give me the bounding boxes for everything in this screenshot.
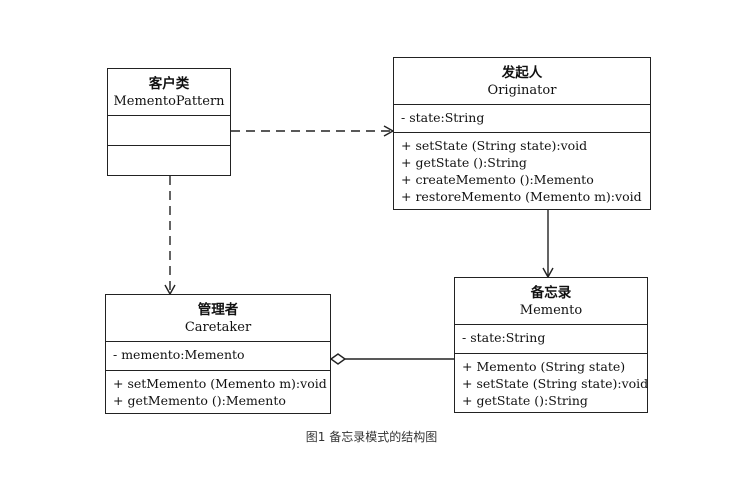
method-row: + setState (String state):void <box>401 138 588 153</box>
class-memento-attributes: - state:String <box>455 325 647 354</box>
method-row: + createMemento ():Memento <box>401 172 594 187</box>
class-originator-attributes: - state:String <box>394 105 650 133</box>
class-caretaker-name-en: Caretaker <box>184 320 252 335</box>
class-caretaker-header: 管理者 Caretaker <box>106 295 330 342</box>
method-row: + setState (String state):void <box>462 376 649 391</box>
class-originator-name-cn: 发起人 <box>501 65 543 81</box>
class-caretaker-attributes: - memento:Memento <box>106 342 330 371</box>
class-originator-header: 发起人 Originator <box>394 58 650 105</box>
class-caretaker-name-cn: 管理者 <box>197 302 239 318</box>
method-row: + setMemento (Memento m):void <box>113 376 327 391</box>
class-client-header: 客户类 MementoPattern <box>108 69 230 116</box>
class-memento[interactable]: 备忘录 Memento - state:String + Memento (St… <box>454 277 648 413</box>
class-client[interactable]: 客户类 MementoPattern <box>107 68 231 176</box>
class-memento-methods: + Memento (String state) + setState (Str… <box>455 354 649 413</box>
method-row: + getMemento ():Memento <box>113 393 286 408</box>
method-row: + getState ():String <box>462 393 588 408</box>
attribute-row: - memento:Memento <box>113 347 245 362</box>
class-client-name-en: MementoPattern <box>113 94 225 109</box>
class-memento-header: 备忘录 Memento <box>455 278 647 325</box>
class-memento-name-cn: 备忘录 <box>530 285 572 301</box>
attribute-row: - state:String <box>401 110 485 125</box>
class-originator[interactable]: 发起人 Originator - state:String + setState… <box>393 57 651 210</box>
class-caretaker-methods: + setMemento (Memento m):void + getMemen… <box>106 371 330 413</box>
method-row: + restoreMemento (Memento m):void <box>401 189 642 204</box>
class-client-attributes <box>108 116 230 146</box>
method-row: + Memento (String state) <box>462 359 626 374</box>
class-memento-name-en: Memento <box>519 303 583 318</box>
class-originator-name-en: Originator <box>487 83 557 98</box>
class-client-methods <box>108 146 230 175</box>
class-caretaker[interactable]: 管理者 Caretaker - memento:Memento + setMem… <box>105 294 331 414</box>
class-client-name-cn: 客户类 <box>148 76 190 92</box>
attribute-row: - state:String <box>462 330 546 345</box>
class-originator-methods: + setState (String state):void + getStat… <box>394 133 650 209</box>
figure-caption: 图1 备忘录模式的结构图 <box>305 430 438 444</box>
aggregation-diamond-icon <box>329 353 347 365</box>
method-row: + getState ():String <box>401 155 527 170</box>
